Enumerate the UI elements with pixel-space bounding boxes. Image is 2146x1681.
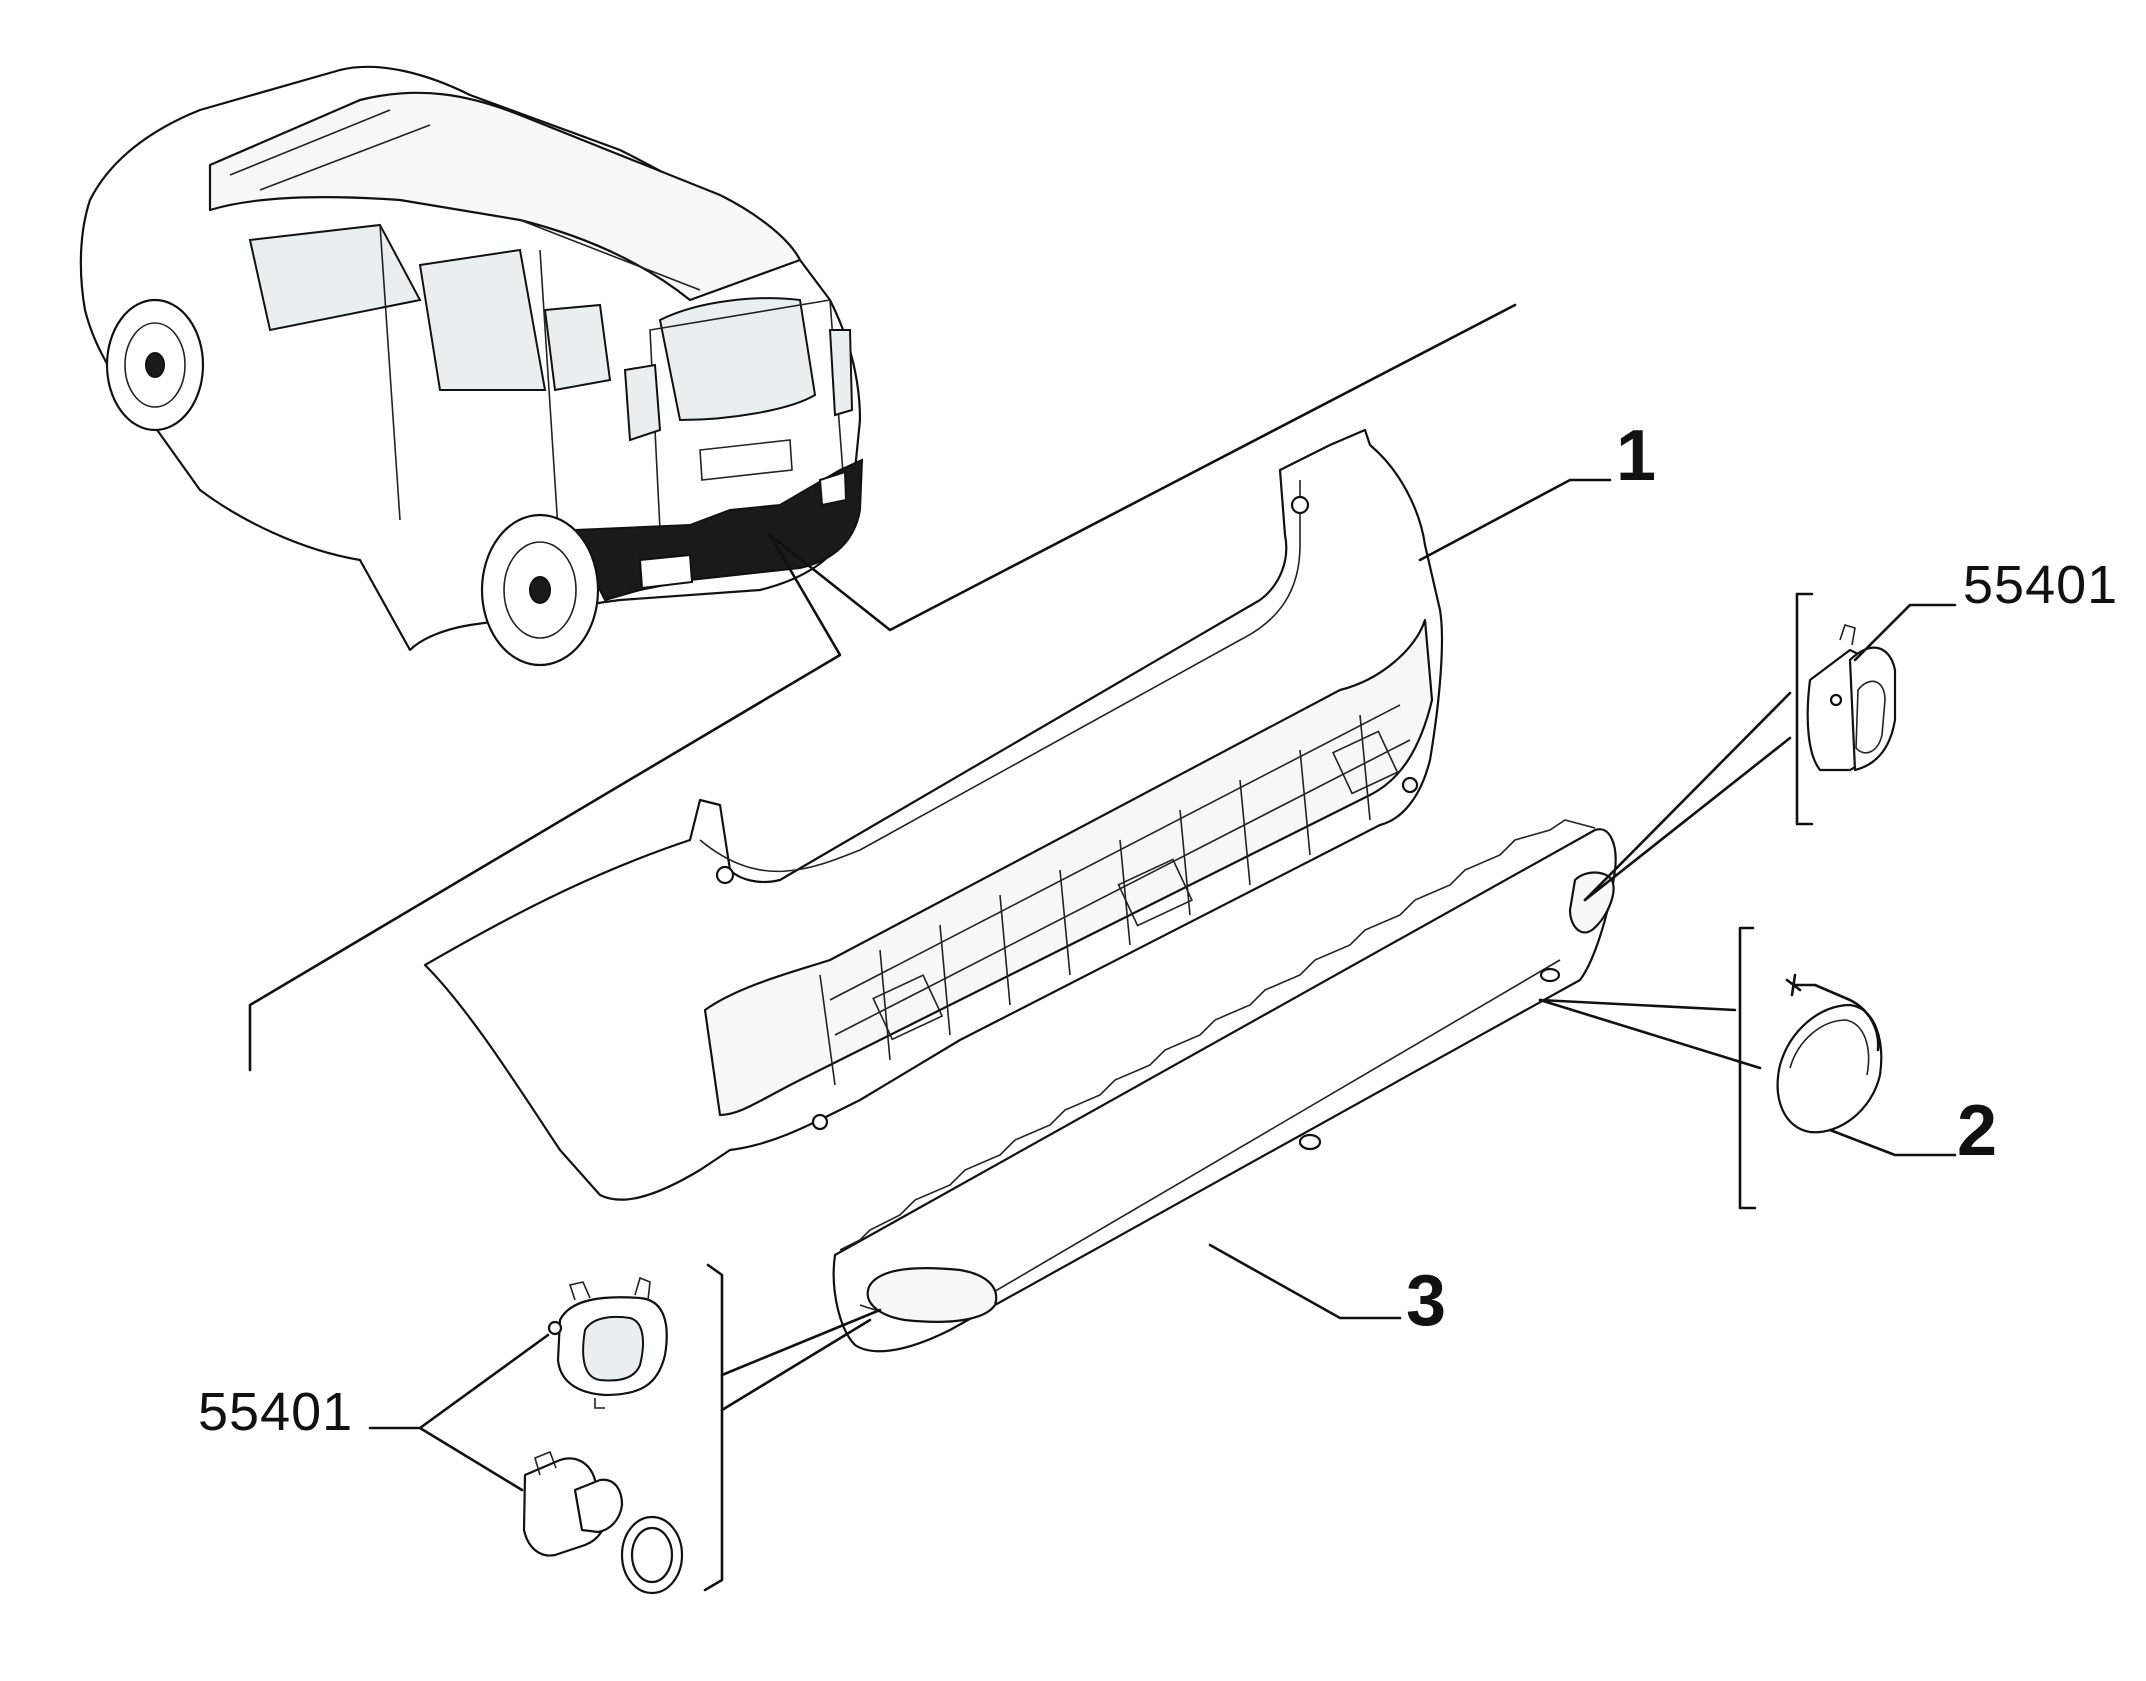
rear-bumper-cover — [423, 428, 1444, 1201]
callout-number-2: 2 — [1957, 1091, 1998, 1171]
callout-number-3: 3 — [1406, 1261, 1447, 1341]
car-front-wheel — [105, 298, 205, 432]
bottom-left-sensor-parts — [368, 1263, 882, 1595]
part-code-bottom-left: 55401 — [198, 1382, 354, 1442]
car-overview-illustration — [79, 65, 1517, 1072]
rear-lower-diffuser — [832, 819, 1617, 1353]
tow-hook-cover — [1538, 926, 1957, 1210]
top-right-sensor-bracket — [1583, 592, 1957, 902]
callout-number-1: 1 — [1616, 416, 1657, 496]
car-rear-wheel — [480, 513, 600, 667]
part-code-top-right: 55401 — [1963, 555, 2119, 615]
